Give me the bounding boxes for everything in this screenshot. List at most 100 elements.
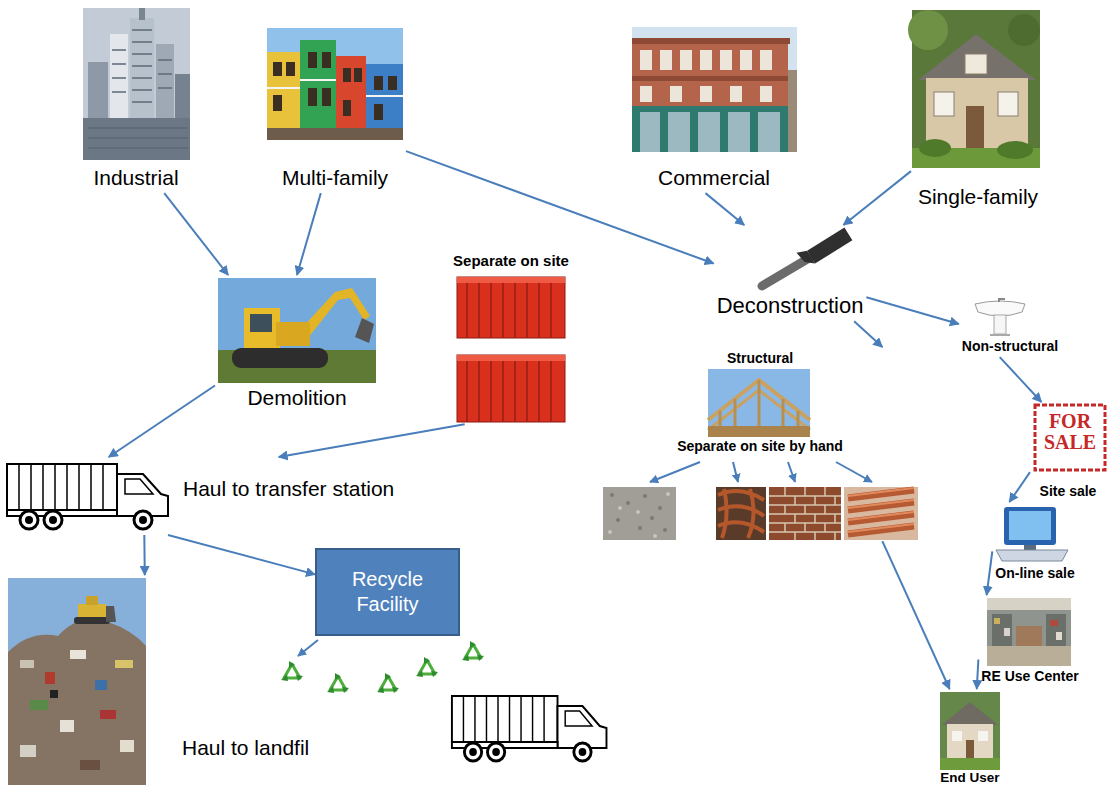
dumpster-container bbox=[467, 361, 551, 422]
end-user-house-photo bbox=[966, 740, 974, 758]
single-family-photo bbox=[965, 54, 987, 74]
excavator-photo bbox=[218, 278, 376, 383]
commercial-photo bbox=[660, 106, 668, 152]
excavator-photo bbox=[218, 278, 376, 383]
dumpster-container bbox=[457, 355, 565, 422]
landfill-photo bbox=[95, 680, 107, 690]
flow-arrow bbox=[854, 321, 882, 347]
industrial-photo bbox=[112, 30, 172, 102]
excavator-photo bbox=[276, 322, 310, 346]
landfill-photo bbox=[78, 604, 106, 618]
multi-family-photo bbox=[343, 68, 351, 82]
gravel-photo bbox=[663, 528, 667, 532]
sink-icon bbox=[999, 299, 1005, 302]
building-type: Commercial bbox=[629, 24, 800, 193]
reuse-center-photo bbox=[987, 598, 1071, 666]
roof-truss-photo bbox=[708, 369, 810, 437]
multi-family-photo bbox=[322, 88, 331, 106]
commercial-photo bbox=[640, 86, 652, 102]
commercial-photo bbox=[632, 76, 788, 81]
flow-arrow bbox=[297, 193, 321, 275]
sale-channel: On-line sale bbox=[992, 502, 1077, 584]
industrial-photo bbox=[83, 118, 190, 160]
picture-space bbox=[984, 300, 1036, 338]
process-step: Deconstruction bbox=[714, 225, 867, 321]
rebar-photo bbox=[716, 487, 766, 540]
gravel-photo bbox=[658, 506, 662, 510]
gravel-photo bbox=[610, 493, 667, 532]
single-family-photo bbox=[918, 34, 1036, 80]
copper-pipe-photo bbox=[844, 487, 918, 540]
single-family-photo bbox=[998, 92, 1018, 116]
landfill-photo bbox=[30, 700, 48, 710]
excavator-photo bbox=[244, 308, 280, 348]
reuse-center-photo bbox=[987, 646, 1071, 666]
node-caption: Site sale bbox=[1040, 483, 1097, 499]
process-step: Separate on site bbox=[450, 249, 572, 424]
computer-icon bbox=[1009, 511, 1051, 540]
multi-family-photo bbox=[267, 28, 403, 140]
sorting-arrow bbox=[650, 462, 872, 482]
node-caption: Haul to landfil bbox=[182, 736, 309, 760]
industrial-photo bbox=[83, 8, 190, 160]
end-user-house-photo bbox=[940, 692, 1000, 770]
multi-family-photo bbox=[308, 52, 317, 68]
node-caption: Single-family bbox=[918, 185, 1038, 209]
landfill-photo bbox=[86, 596, 98, 605]
multi-family-photo bbox=[354, 68, 362, 82]
flow-arrow bbox=[977, 659, 979, 689]
commercial-photo bbox=[720, 50, 732, 70]
multi-family-photo bbox=[374, 104, 383, 120]
computer-icon bbox=[1024, 545, 1036, 550]
single-family-photo bbox=[997, 141, 1033, 159]
picture-space bbox=[267, 28, 403, 166]
multi-family-photo bbox=[300, 40, 336, 140]
recycle-symbol bbox=[461, 640, 485, 664]
hammer-icon bbox=[797, 224, 853, 269]
copper-pipe-photo bbox=[848, 488, 914, 532]
sink-icon bbox=[975, 299, 1025, 335]
multi-family-photo bbox=[374, 76, 383, 90]
multi-family-photo bbox=[308, 88, 317, 106]
dump-truck-icon bbox=[452, 696, 607, 761]
excavator-photo bbox=[232, 348, 328, 368]
multi-family-photo bbox=[286, 62, 295, 76]
process-step: Haul to landfil bbox=[5, 575, 312, 788]
multi-family-photo bbox=[388, 76, 397, 90]
for-sale-sign bbox=[1035, 405, 1105, 470]
connector-group bbox=[109, 151, 1042, 689]
commercial-photo bbox=[640, 50, 652, 70]
dumpster-container bbox=[457, 277, 565, 422]
picture-space bbox=[632, 27, 797, 166]
multi-family-photo bbox=[267, 52, 300, 140]
commercial-photo bbox=[788, 70, 797, 152]
single-family-photo bbox=[934, 92, 954, 116]
landfill-photo bbox=[120, 740, 134, 752]
node-caption: RE Use Center bbox=[981, 668, 1078, 684]
flow-arrow bbox=[1009, 472, 1030, 502]
material-type: StructuralSeparate on site by hand bbox=[599, 347, 921, 541]
sink-icon bbox=[990, 334, 1010, 336]
single-family-photo bbox=[908, 10, 1040, 168]
flow-arrow bbox=[109, 386, 215, 457]
gravel-photo bbox=[643, 494, 647, 498]
recycle-symbol bbox=[280, 660, 304, 684]
building-type: Single-family bbox=[911, 7, 1045, 212]
recycle-arrow bbox=[298, 640, 318, 656]
commercial-photo bbox=[760, 86, 772, 102]
reuse-center-photo bbox=[1046, 614, 1066, 646]
landfill-photo bbox=[74, 617, 110, 624]
multi-family-photo bbox=[336, 56, 366, 140]
landfill-photo bbox=[70, 650, 86, 659]
node-caption: Commercial bbox=[658, 166, 770, 190]
multi-family-photo bbox=[343, 100, 351, 116]
recycle-symbol bbox=[326, 672, 350, 696]
commercial-photo bbox=[760, 50, 772, 70]
commercial-photo bbox=[632, 27, 797, 152]
node-caption: Separate on site by hand bbox=[677, 438, 843, 454]
gravel-photo bbox=[650, 516, 654, 520]
node-caption: Haul to transfer station bbox=[183, 477, 394, 501]
rebar-photo bbox=[716, 487, 766, 540]
